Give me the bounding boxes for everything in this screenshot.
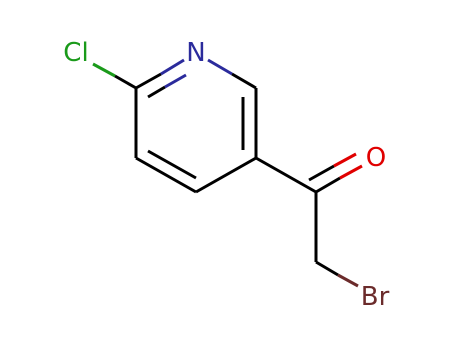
bond-c-o xyxy=(315,176,341,194)
bond-c2-n xyxy=(135,72,162,90)
bond-ch2-br-half xyxy=(337,273,359,288)
bond-c5-c4 xyxy=(195,156,257,194)
bond-n-c6 xyxy=(207,58,233,76)
bond-c-o-second-half xyxy=(333,152,357,168)
atom-label-br: Br xyxy=(361,282,390,312)
bond-n-c6-half xyxy=(231,72,257,90)
bond-c2-n-half xyxy=(160,58,185,76)
bond-c-o-half xyxy=(339,164,363,180)
bond-c5-carbonyl xyxy=(255,156,317,194)
bond-c2-n-inner-half xyxy=(164,73,187,89)
atom-label-n: N xyxy=(186,38,205,68)
bond-c2-n-inner xyxy=(147,85,166,99)
bond-ch2-br xyxy=(315,260,339,277)
atom-label-cl: Cl xyxy=(63,38,88,68)
bond-cl-c xyxy=(92,62,116,78)
bond-c-o-second xyxy=(308,164,335,182)
bond-cl-c-half xyxy=(114,74,137,90)
bond-c4-c3 xyxy=(135,156,197,194)
bond-c4-c3-inner xyxy=(147,149,197,180)
atom-label-o: O xyxy=(366,143,386,173)
